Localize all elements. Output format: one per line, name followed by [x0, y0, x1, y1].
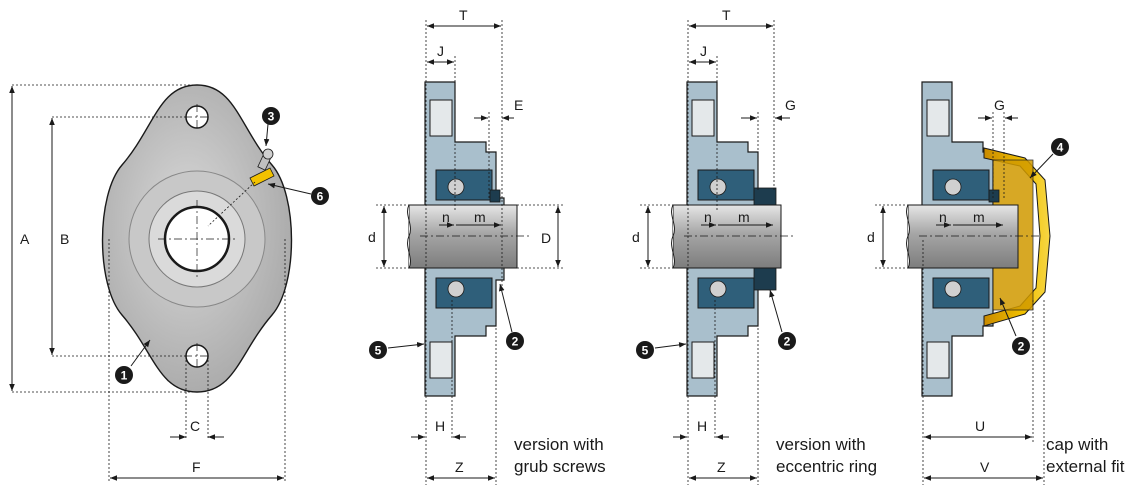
dim-Z-1: Z [455, 459, 464, 475]
dim-m-2: m [738, 209, 750, 225]
section3-dimensions: G d n m U V [867, 97, 1045, 485]
callout-2-cap: 2 [999, 297, 1030, 355]
callout-5-grub: 5 [369, 341, 425, 359]
caption-eccentric-line1: version with [776, 435, 866, 454]
dim-H-1: H [435, 418, 445, 434]
svg-text:3: 3 [268, 110, 275, 124]
dim-m-1: m [474, 209, 486, 225]
svg-text:2: 2 [784, 335, 791, 349]
dim-F: F [192, 459, 201, 475]
dim-D: D [541, 230, 551, 246]
dim-H-2: H [697, 418, 707, 434]
dim-A: A [20, 231, 30, 247]
dim-n-2: n [704, 209, 712, 225]
dim-E: E [514, 97, 523, 113]
grease-nipple [207, 148, 275, 227]
dim-m-3: m [973, 209, 985, 225]
svg-text:5: 5 [375, 344, 382, 358]
callout-6: 6 [267, 182, 329, 205]
callout-2-grub: 2 [498, 283, 524, 350]
section-cap [906, 81, 1051, 397]
section-grub-screws [407, 81, 530, 397]
dim-d-3: d [867, 229, 875, 245]
dim-T-2: T [722, 7, 731, 23]
callout-2-eccentric: 2 [769, 289, 796, 350]
dim-V: V [980, 459, 990, 475]
dim-d-1: d [368, 229, 376, 245]
dim-T-1: T [459, 7, 468, 23]
dim-G-3: G [994, 97, 1005, 113]
section1-dimensions: T J E d D n m H Z [368, 7, 564, 485]
dim-d-2: d [632, 229, 640, 245]
caption-eccentric-line2: eccentric ring [776, 457, 877, 476]
dim-G-2: G [785, 97, 796, 113]
svg-text:4: 4 [1057, 141, 1064, 155]
svg-text:2: 2 [1018, 340, 1025, 354]
caption-cap-line2: external fit [1046, 457, 1125, 476]
dim-n-3: n [939, 209, 947, 225]
svg-text:6: 6 [317, 190, 324, 204]
dim-Z-2: Z [717, 459, 726, 475]
svg-text:2: 2 [512, 335, 519, 349]
caption-cap-line1: cap with [1046, 435, 1108, 454]
callout-5-eccentric: 5 [636, 341, 687, 359]
section-eccentric-ring [671, 81, 795, 397]
callout-4: 4 [1029, 138, 1069, 179]
dim-B: B [60, 231, 69, 247]
svg-text:1: 1 [121, 369, 128, 383]
dim-J-1: J [437, 43, 444, 59]
dim-U: U [975, 418, 985, 434]
callout-1: 1 [115, 339, 151, 384]
caption-grub-line1: version with [514, 435, 604, 454]
callout-3: 3 [262, 107, 280, 147]
dim-n-1: n [442, 209, 450, 225]
section2-dimensions: T J G d n m H Z [632, 7, 796, 485]
front-dimensions: A B C F [9, 84, 286, 482]
front-view [101, 84, 293, 393]
svg-text:5: 5 [642, 344, 649, 358]
dim-J-2: J [700, 43, 707, 59]
dim-C: C [190, 418, 200, 434]
caption-grub-line2: grub screws [514, 457, 606, 476]
